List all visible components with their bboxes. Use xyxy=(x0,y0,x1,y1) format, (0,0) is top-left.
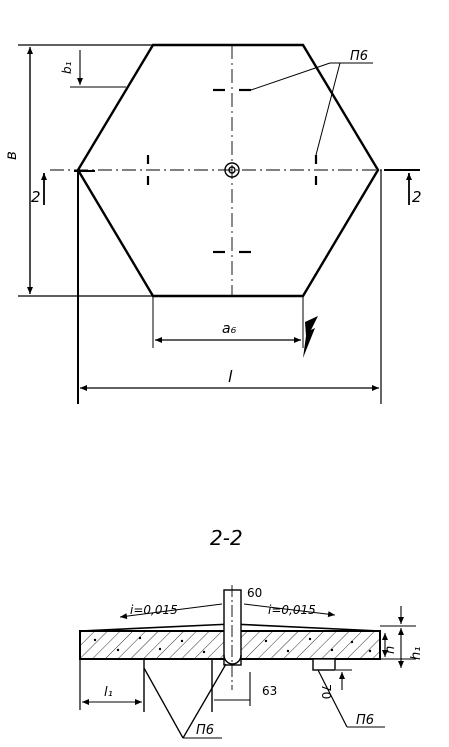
aggregate-fill xyxy=(93,636,372,654)
leader-p6 xyxy=(315,62,341,156)
section-title: 2-2 xyxy=(210,526,243,550)
slope-surface-right xyxy=(231,623,381,632)
label-l1: l₁ xyxy=(104,685,113,700)
dim-70-label: 70 xyxy=(319,684,333,699)
label-b: в xyxy=(2,151,20,160)
label-h: h xyxy=(383,646,398,654)
leader-p6-right xyxy=(317,669,348,728)
dim-60-label: 60 xyxy=(247,586,262,600)
label-l: l xyxy=(228,367,233,386)
leader-p6-left xyxy=(143,667,184,739)
drain-outer-circle xyxy=(224,162,240,178)
leader-p6-left xyxy=(182,663,227,739)
slope-arrow-left xyxy=(119,603,223,620)
section-mark-right: 2 xyxy=(412,188,422,206)
section-mark-left: 2 xyxy=(31,188,41,206)
label-h1: h₁ xyxy=(409,647,424,660)
plan-view: в b₁ П6 2 2 а₆ xyxy=(2,43,422,404)
label-p6: П6 xyxy=(350,49,368,64)
leader-p6 xyxy=(250,62,331,91)
slope-right-label: i=0,015 xyxy=(268,603,316,617)
label-b1: b₁ xyxy=(60,61,74,74)
slope-arrow-right xyxy=(243,603,336,618)
drain-pipe xyxy=(223,589,242,666)
dim-63-label: 63 xyxy=(262,684,277,698)
drain-inner-circle xyxy=(228,166,236,174)
slope-surface-left xyxy=(79,623,233,632)
slope-left-label: i=0,015 xyxy=(130,603,178,617)
hexagon-outline xyxy=(76,43,380,298)
label-a6: а₆ xyxy=(222,321,237,337)
ink-smudge xyxy=(303,316,318,358)
label-p6-right: П6 xyxy=(356,713,374,728)
edge-key xyxy=(312,658,336,671)
section-view: 2-2 i=0,015 i=0,015 60 l₁ xyxy=(79,526,424,739)
label-p6-left: П6 xyxy=(196,723,214,738)
drain-pipe-bottom xyxy=(223,654,242,665)
